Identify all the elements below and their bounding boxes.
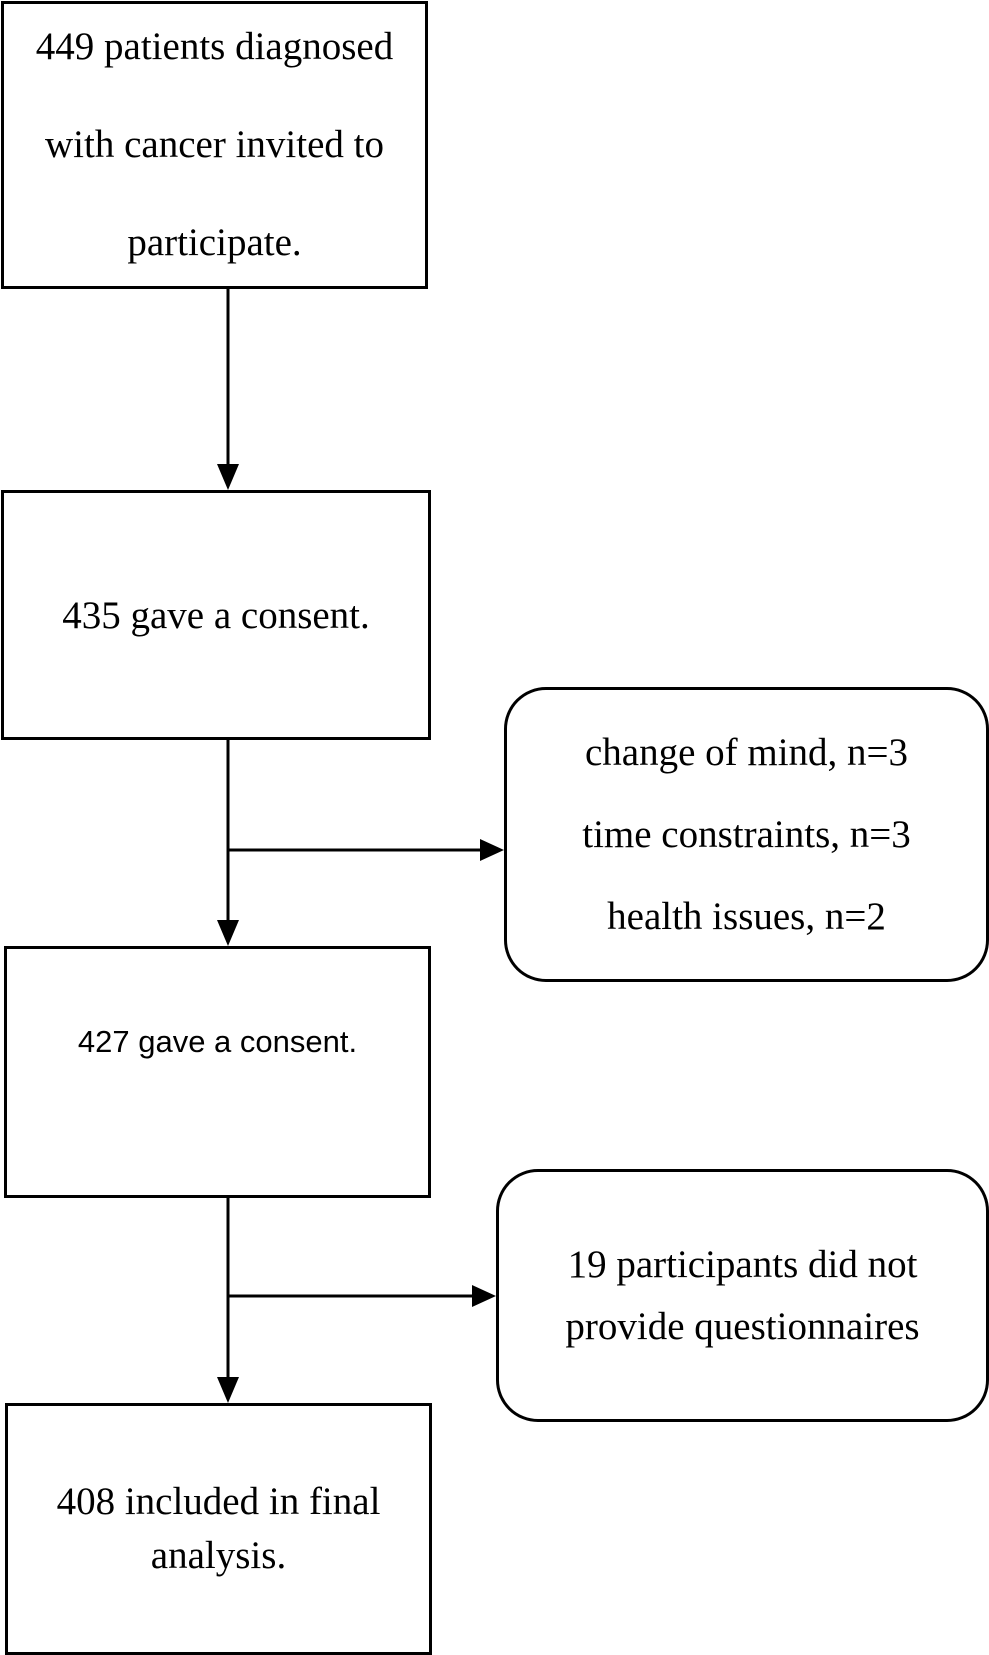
arrowhead-invited-to-consent1 <box>217 464 239 490</box>
consent1-box: 435 gave a consent. <box>1 490 431 740</box>
excluded1-line-3: health issues, n=2 <box>607 894 886 938</box>
excluded2-line-1: 19 participants did not <box>567 1242 918 1286</box>
consent2-text: 427 gave a consent. <box>77 1024 358 1059</box>
consent1-text: 435 gave a consent. <box>62 593 370 637</box>
arrowhead-to-excluded2 <box>472 1285 496 1307</box>
final-box: 408 included in final analysis. <box>5 1403 432 1655</box>
excluded1-line-1: change of mind, n=3 <box>584 730 909 774</box>
final-line-2: analysis. <box>150 1534 287 1577</box>
final-line-1: 408 included in final <box>56 1480 381 1523</box>
invited-box: 449 patients diagnosed with cancer invit… <box>1 1 428 289</box>
excluded1-line-2: time constraints, n=3 <box>582 812 911 856</box>
excluded1-box: change of mind, n=3 time constraints, n=… <box>504 687 989 982</box>
invited-line-1: 449 patients diagnosed <box>35 25 394 68</box>
arrowhead-consent2-to-final <box>217 1377 239 1403</box>
excluded2-box: 19 participants did not provide question… <box>496 1169 989 1422</box>
excluded2-line-2: provide questionnaires <box>565 1304 920 1348</box>
arrowhead-to-excluded1 <box>480 839 504 861</box>
consent2-box: 427 gave a consent. <box>4 946 431 1198</box>
invited-line-3: participate. <box>127 221 302 264</box>
invited-line-2: with cancer invited to <box>45 123 384 166</box>
arrowhead-consent1-to-consent2 <box>217 920 239 946</box>
